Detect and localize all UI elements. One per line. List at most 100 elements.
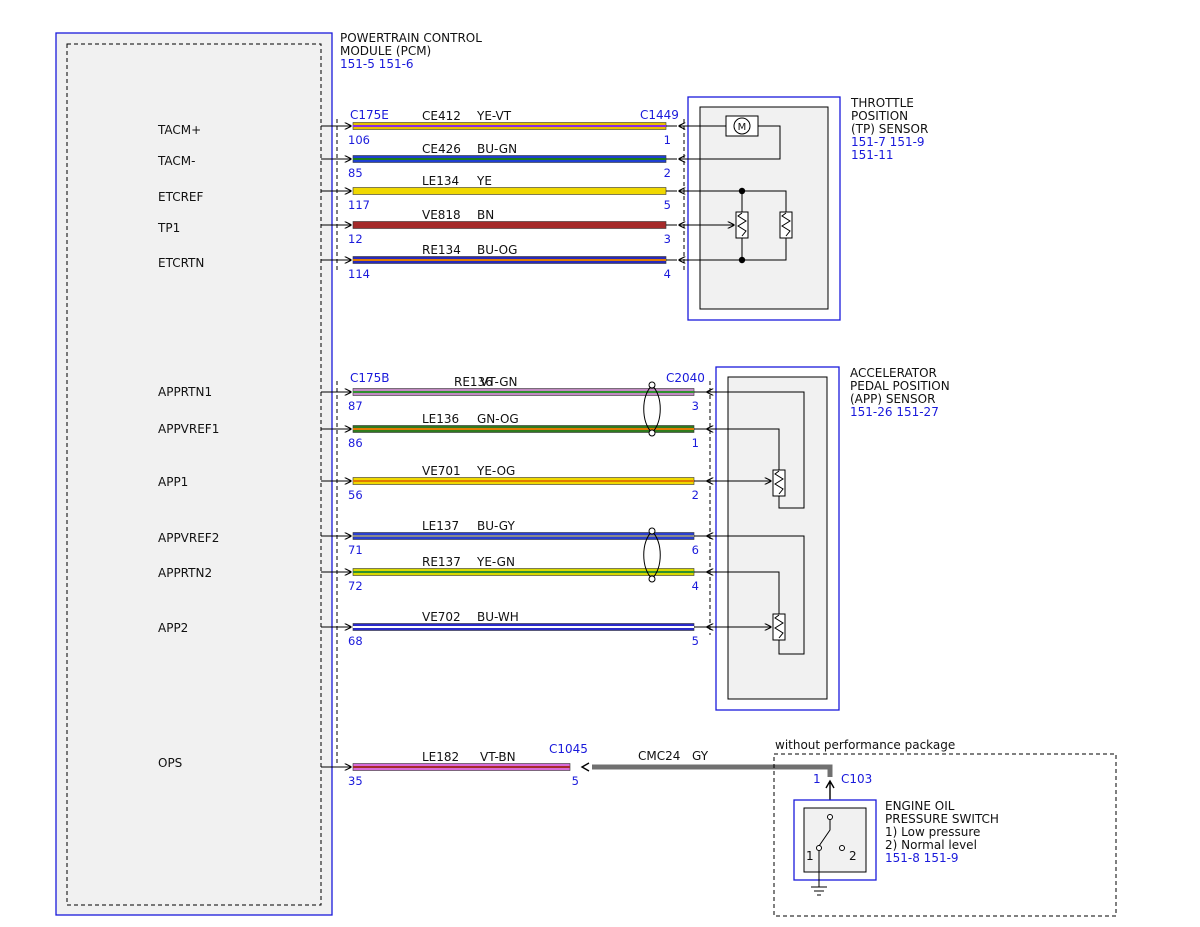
far-pin-number: 2 xyxy=(692,488,699,502)
pcm-pin-number: 35 xyxy=(348,774,363,788)
connector-c103: C103 xyxy=(841,772,872,786)
motor-icon-circle xyxy=(733,117,751,135)
wire-stripe xyxy=(353,259,666,261)
tp-junction-bottom xyxy=(738,256,746,264)
tp-sensor-refs2: 151-11 xyxy=(851,148,894,162)
app-sensor: ACCELERATOR PEDAL POSITION (APP) SENSOR … xyxy=(705,366,950,711)
far-pin-number: 6 xyxy=(692,543,699,557)
wire-circuit-label: RE134 xyxy=(422,243,461,257)
tp-rtn-wire xyxy=(683,238,787,261)
pin-label-etcrtn: ETCRTN xyxy=(158,256,204,270)
pin-label-app1: APP1 xyxy=(158,475,188,489)
pin-label-apprtn2: APPRTN2 xyxy=(158,566,212,580)
tp-ref-wire xyxy=(683,190,787,212)
wire-color-code: BU-GN xyxy=(477,142,517,156)
pcm-pin-labels: TACM+ TACM- ETCREF TP1 ETCRTN APPRTN1 AP… xyxy=(157,123,219,770)
pcm-title-line1: POWERTRAIN CONTROL xyxy=(340,31,482,45)
pcm-pin-number: 86 xyxy=(348,436,363,450)
connector-c2040: C2040 xyxy=(666,371,705,385)
connector-labels: C175E C1449 C175B C2040 C1045 xyxy=(350,108,705,756)
wire-stripe xyxy=(353,535,694,537)
pin-label-ops: OPS xyxy=(158,756,182,770)
app-circuit-2 xyxy=(705,535,805,655)
ops-switch-inner-box xyxy=(803,807,867,873)
pin-label-appvref2: APPVREF2 xyxy=(158,531,219,545)
far-pin-number: 4 xyxy=(664,267,671,281)
far-pin-number: 5 xyxy=(692,634,699,648)
pcm-pin-number: 71 xyxy=(348,543,363,557)
oil-pressure-switch-section: CMC24 GY without performance package 1 C… xyxy=(580,738,1117,917)
pin-label-appvref1: APPVREF1 xyxy=(158,422,219,436)
switch-contact-1 xyxy=(816,845,822,851)
ops-switch-label-line1: ENGINE OIL xyxy=(885,799,955,813)
wire-color-code: YE-OG xyxy=(476,464,515,478)
far-pin-number: 3 xyxy=(692,399,699,413)
ops-link-circuit: CMC24 xyxy=(638,749,680,763)
pcm-pin-number: 114 xyxy=(348,267,370,281)
wire-stripe xyxy=(353,766,570,768)
switch-position-1: 1 xyxy=(806,849,814,863)
ground-icon xyxy=(811,886,827,896)
wire-circuit-label: RE136 xyxy=(454,375,493,389)
app-sensor-refs: 151-26 151-27 xyxy=(850,405,939,419)
switch-top-contact xyxy=(827,814,833,820)
tp-sensor-label-line3: (TP) SENSOR xyxy=(851,122,928,136)
wire-stripe xyxy=(353,626,694,628)
c103-connector-arrow xyxy=(825,779,835,800)
pcm-pin-number: 68 xyxy=(348,634,363,648)
far-pin-number: 2 xyxy=(664,166,671,180)
tp-sensor-label-line1: THROTTLE xyxy=(850,96,914,110)
switch-position-2: 2 xyxy=(849,849,857,863)
tp-sensor-label-line2: POSITION xyxy=(851,109,908,123)
app-sensor-label-line1: ACCELERATOR xyxy=(850,366,937,380)
tp-pot2-zigzag xyxy=(781,212,791,237)
pin-label-etcref: ETCREF xyxy=(158,190,204,204)
wire-color-code: GN-OG xyxy=(477,412,519,426)
ops-link-wire xyxy=(592,764,833,777)
connector-c1045: C1045 xyxy=(549,742,588,756)
wire-color-code: YE-GN xyxy=(476,555,515,569)
pcm-pin-number: 56 xyxy=(348,488,363,502)
wire-color-code: YE xyxy=(476,174,492,188)
tp-pot1-zigzag xyxy=(737,212,747,237)
wire-body xyxy=(352,221,667,229)
app-sensor-inner-box xyxy=(727,376,828,700)
pcm-inner-dashed-box xyxy=(66,43,322,906)
app-pot2-zigzag xyxy=(774,614,784,639)
app-pot1-zigzag xyxy=(774,470,784,495)
wire-circuit-label: RE137 xyxy=(422,555,461,569)
wire-circuit-label: VE818 xyxy=(422,208,461,222)
pin-label-app2: APP2 xyxy=(158,621,188,635)
pcm-refs: 151-5 151-6 xyxy=(340,57,414,71)
tp-sensor-inner-box xyxy=(699,106,829,310)
wire-circuit-label: LE182 xyxy=(422,750,459,764)
far-pin-number: 1 xyxy=(692,436,699,450)
connector-c175b: C175B xyxy=(350,371,390,385)
wire-color-code: VT-GN xyxy=(480,375,517,389)
option-dashed-box xyxy=(773,753,1117,917)
wire-color-code: YE-VT xyxy=(476,109,512,123)
pcm-pin-number: 12 xyxy=(348,232,363,246)
pcm-pin-number: 117 xyxy=(348,198,370,212)
twist-marker-2-top xyxy=(648,527,656,535)
wire-stripe xyxy=(353,391,694,393)
motor-label: M xyxy=(738,122,747,133)
wire-circuit-label: LE137 xyxy=(422,519,459,533)
connector-c1449: C1449 xyxy=(640,108,679,122)
far-pin-number: 4 xyxy=(692,579,699,593)
far-pin-number: 5 xyxy=(664,198,671,212)
wire-body xyxy=(352,187,667,195)
c1045-connector-arrow xyxy=(580,762,590,772)
wire-color-code: BN xyxy=(477,208,494,222)
pcm-pin-number: 85 xyxy=(348,166,363,180)
twist-marker-1-bottom xyxy=(648,429,656,437)
